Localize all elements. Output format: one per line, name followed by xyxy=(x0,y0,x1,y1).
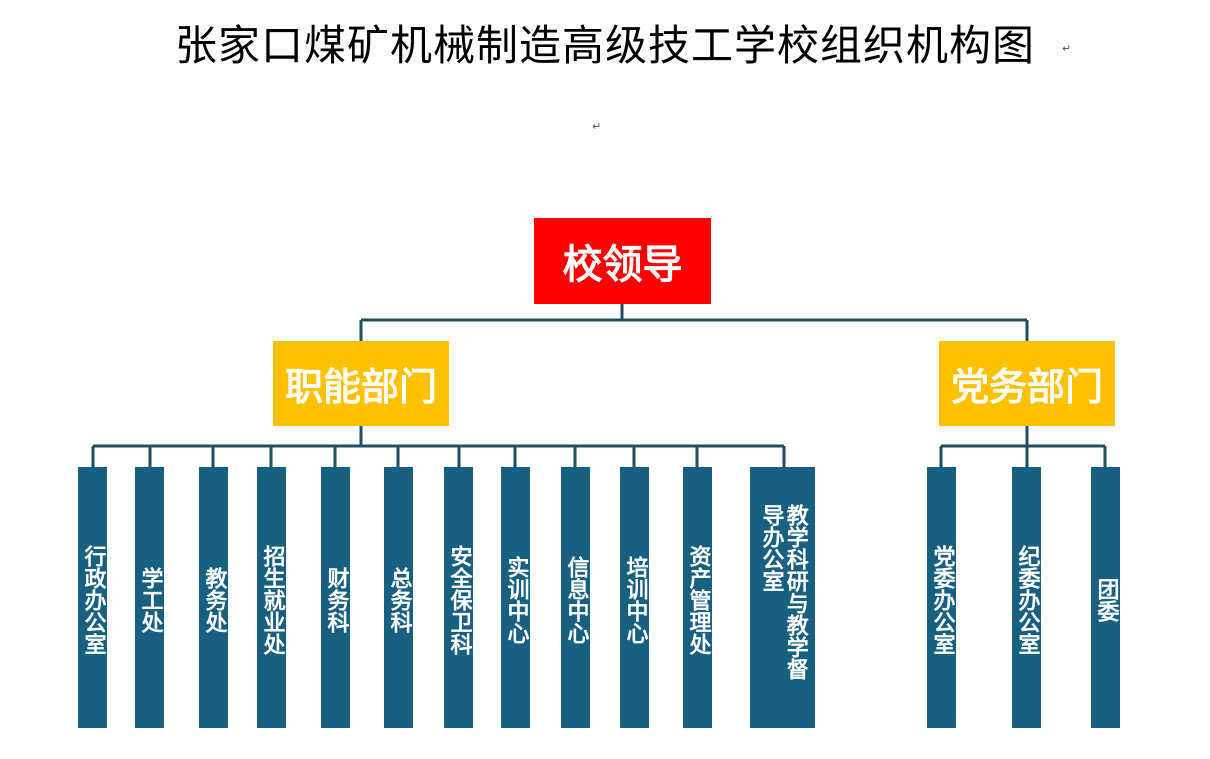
unit-label: 党委办公室 xyxy=(929,544,955,655)
unit-label: 教学科研与教学督导办公室 xyxy=(758,503,808,680)
unit-label: 招生就业处 xyxy=(259,544,285,655)
connector-root xyxy=(359,304,1029,341)
unit-box-asset-management: 资产管理处 xyxy=(683,467,712,728)
school-leadership-box: 校领导 xyxy=(534,218,711,304)
party-departments-label: 党务部门 xyxy=(950,365,1103,409)
unit-label: 资产管理处 xyxy=(685,544,711,655)
school-leadership-label: 校领导 xyxy=(562,242,683,288)
unit-label: 纪委办公室 xyxy=(1014,544,1040,655)
unit-label: 行政办公室 xyxy=(80,544,106,655)
unit-box-general-affairs: 总务科 xyxy=(384,467,413,728)
unit-box-training-center: 培训中心 xyxy=(620,467,649,728)
unit-box-information-center: 信息中心 xyxy=(561,467,590,728)
paragraph-mark-icon: ↵ xyxy=(1062,42,1072,55)
paragraph-mark-icon: ↵ xyxy=(592,120,602,133)
unit-box-admissions-employment: 招生就业处 xyxy=(257,467,286,728)
unit-box-party-committee-office: 党委办公室 xyxy=(927,467,956,728)
unit-box-discipline-committee-office: 纪委办公室 xyxy=(1012,467,1041,728)
unit-label: 培训中心 xyxy=(622,555,648,644)
page-title: 张家口煤矿机械制造高级技工学校组织机构图 xyxy=(174,21,1035,70)
unit-box-finance: 财务科 xyxy=(321,467,350,728)
unit-box-administrative-office: 行政办公室 xyxy=(78,467,107,728)
unit-label: 教务处 xyxy=(201,566,227,633)
unit-box-youth-league: 团委 xyxy=(1091,467,1120,728)
unit-label: 团委 xyxy=(1093,577,1119,622)
party-departments-box: 党务部门 xyxy=(939,341,1115,426)
unit-box-academic-affairs: 教务处 xyxy=(199,467,228,728)
unit-label: 安全保卫科 xyxy=(446,544,472,655)
functional-departments-box: 职能部门 xyxy=(273,341,449,426)
unit-label: 信息中心 xyxy=(563,555,589,644)
unit-box-training-base: 实训中心 xyxy=(501,467,530,728)
unit-label: 实训中心 xyxy=(503,555,529,644)
unit-label: 总务科 xyxy=(386,566,412,633)
unit-box-student-affairs: 学工处 xyxy=(135,467,164,728)
unit-box-security: 安全保卫科 xyxy=(444,467,473,728)
unit-box-teaching-research-office: 教学科研与教学督导办公室 xyxy=(750,467,815,728)
connector-party xyxy=(939,426,1107,467)
unit-label: 学工处 xyxy=(137,566,163,633)
connector-functional xyxy=(91,426,786,467)
unit-label: 财务科 xyxy=(323,566,349,633)
functional-departments-label: 职能部门 xyxy=(284,365,437,409)
